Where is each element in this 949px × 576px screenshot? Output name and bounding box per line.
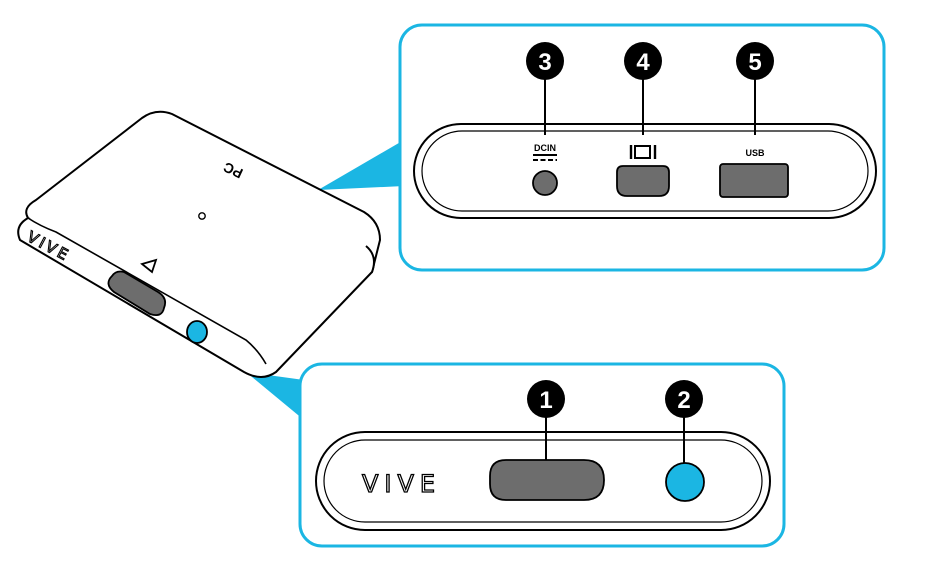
device-front-face [17, 217, 375, 378]
front-panel-inner [323, 439, 763, 523]
callout-1-badge [527, 380, 565, 418]
callout-5-badge [736, 42, 774, 80]
callout-2-number: 2 [677, 387, 690, 414]
callout-3-number: 3 [538, 49, 551, 76]
usb-label: USB [745, 148, 765, 158]
back-panel-zoom: 3 DCIN 4 5 USB [398, 23, 886, 272]
callout-1-number: 1 [539, 387, 552, 414]
back-panel-inner [421, 130, 869, 212]
headset-port [489, 459, 605, 501]
front-zoom-connector [246, 372, 304, 420]
display-port [616, 165, 670, 197]
dc-in-label: DCIN [534, 143, 556, 153]
callout-4-badge [624, 42, 662, 80]
power-button [665, 462, 705, 502]
device-power-button [186, 320, 208, 344]
device-status-light [198, 212, 206, 220]
device-eject-icon [140, 258, 158, 274]
device-top-label: PC [221, 159, 245, 182]
callout-3-badge [526, 42, 564, 80]
callout-5-number: 5 [748, 49, 761, 76]
dc-in-port [532, 170, 558, 196]
front-brand-text: VIVE [362, 470, 441, 498]
display-port-icon [629, 145, 657, 159]
device-headset-port [107, 270, 167, 317]
back-zoom-connector [318, 140, 404, 190]
callout-4-number: 4 [636, 49, 650, 76]
callout-2-badge [665, 380, 703, 418]
usb-port [719, 163, 789, 198]
device-edge-line [27, 217, 267, 365]
link-box-device: PC VIVE [17, 110, 381, 378]
front-panel-zoom: VIVE 1 2 [298, 362, 786, 548]
